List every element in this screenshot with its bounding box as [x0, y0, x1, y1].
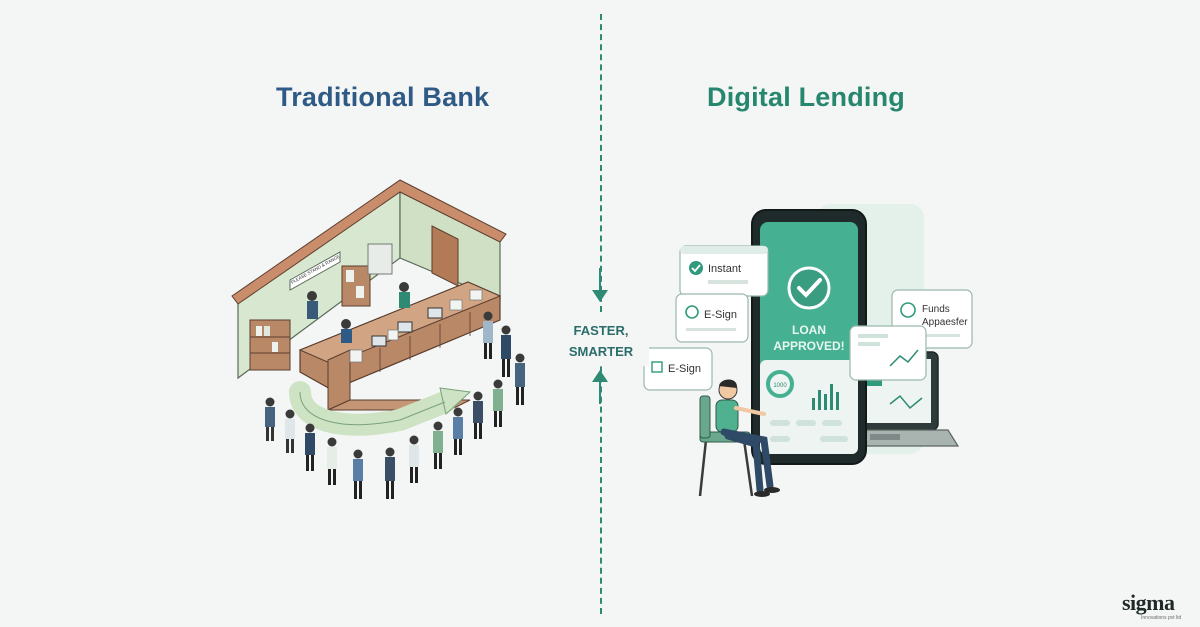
bank-monitors — [371, 307, 443, 347]
gauge-icon — [766, 370, 794, 398]
faster-smarter-label: FASTER, SMARTER — [553, 316, 649, 366]
center-label-line2: SMARTER — [568, 344, 634, 359]
bank-tellers — [307, 282, 410, 343]
bank-scene: PLEASE STAND & RANGE — [231, 179, 525, 499]
center-label-line1: FASTER, — [573, 323, 629, 338]
card-esign-2: E-Sign — [643, 347, 713, 391]
queue-people — [265, 311, 525, 499]
card-chart — [849, 325, 927, 381]
dashed-divider — [600, 14, 602, 614]
bank-wall-trim — [231, 179, 507, 305]
bank-shelves — [249, 243, 393, 371]
loan-status-line2: APPROVED! — [773, 339, 844, 353]
arrow-down-icon — [592, 268, 608, 302]
arrow-up-icon — [592, 370, 608, 404]
checkmark-icon — [787, 266, 831, 310]
card-esign-1-label: E-Sign — [704, 309, 737, 321]
funds-icon — [900, 302, 916, 318]
user-icon — [685, 305, 699, 319]
digital-scene: LOAN APPROVED! 1000 — [643, 204, 973, 497]
bank-sign — [289, 251, 341, 291]
card-funds-line1: Funds — [922, 304, 950, 315]
card-funds-line2: Appaesfer — [922, 317, 968, 328]
bar-chart-icon — [812, 384, 839, 410]
card-instant: Instant — [679, 245, 769, 297]
calendar-icon — [651, 361, 663, 373]
sigma-logo-subtext: Innovations pvt ltd — [1141, 615, 1182, 621]
seated-person — [698, 379, 780, 497]
trend-line-icon — [889, 349, 919, 367]
sigma-logo: sigma — [1122, 590, 1175, 615]
gauge-value: 1000 — [773, 383, 787, 389]
loan-status-line1: LOAN — [792, 323, 826, 337]
digital-lending-title: Digital Lending — [707, 82, 905, 112]
traditional-bank-title: Traditional Bank — [276, 82, 490, 112]
phone-illustration: LOAN APPROVED! 1000 — [751, 209, 867, 465]
card-instant-label: Instant — [708, 263, 741, 275]
card-esign-2-label: E-Sign — [668, 363, 701, 375]
card-esign-1: E-Sign — [675, 293, 749, 343]
check-circle-icon — [689, 261, 703, 275]
